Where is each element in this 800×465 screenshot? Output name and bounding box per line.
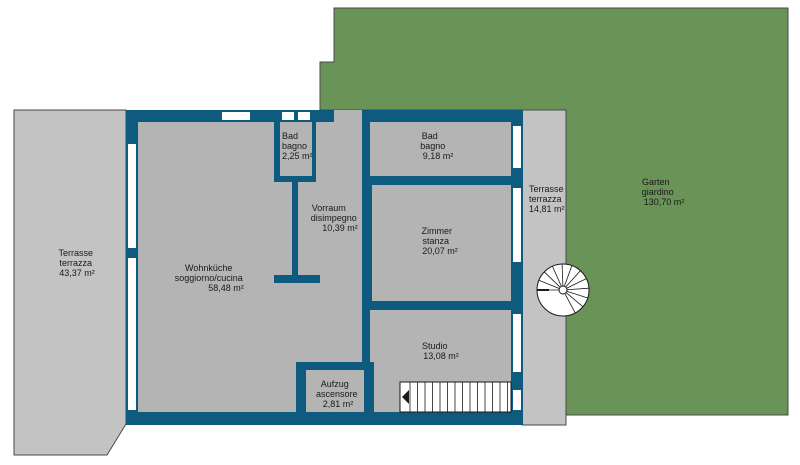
bath-floor bbox=[370, 122, 511, 176]
hall-label: Vorraum disimpegno 10,39 m² bbox=[311, 203, 360, 233]
bath-small-wall-left bbox=[274, 122, 280, 182]
terrace-left-area bbox=[13, 109, 127, 456]
staircase-steps bbox=[409, 382, 508, 412]
window-top-bath-small-a bbox=[282, 112, 294, 120]
terrace-left-label: Terrasse terrazza 43,37 m² bbox=[58, 248, 95, 278]
hall-divider-foot bbox=[274, 275, 320, 283]
bath-small-label: Bad bagno 2,25 m² bbox=[282, 131, 313, 161]
bath-small-wall-right bbox=[312, 122, 316, 182]
window-top-bath-small-b bbox=[298, 112, 310, 120]
spiral-tread bbox=[566, 287, 589, 291]
window-top-living bbox=[222, 112, 250, 120]
hall-entrance bbox=[334, 110, 362, 122]
window-west-upper bbox=[128, 144, 136, 248]
staircase bbox=[399, 381, 512, 413]
spiral-tread bbox=[565, 270, 581, 288]
window-east-studio bbox=[513, 314, 521, 372]
terrace-right-label: Terrasse terrazza 14,81 m² bbox=[529, 184, 566, 214]
spiral-tread bbox=[566, 290, 588, 299]
bath-label: Bad bagno 9,18 m² bbox=[420, 131, 453, 161]
hall-divider-wall bbox=[292, 182, 298, 282]
room-west-wall bbox=[366, 185, 372, 301]
spiral-staircase bbox=[536, 263, 590, 317]
room-floor bbox=[372, 185, 511, 301]
bath-room-wall bbox=[362, 176, 512, 185]
bath-small-floor bbox=[280, 122, 312, 176]
window-east-bath bbox=[513, 126, 521, 168]
spiral-tread bbox=[544, 271, 561, 288]
staircase-direction-arrow bbox=[402, 390, 409, 404]
lift-floor bbox=[306, 370, 364, 412]
room-studio-wall bbox=[362, 301, 512, 310]
spiral-tread bbox=[564, 293, 576, 314]
living-label: Wohnküche soggiorno/cucina 58,48 m² bbox=[175, 263, 246, 293]
lift-label: Aufzug ascensore 2,81 m² bbox=[316, 379, 360, 409]
east-rooms-wall-lower bbox=[366, 312, 370, 412]
spiral-tread bbox=[552, 266, 562, 287]
studio-label: Studio 13,08 m² bbox=[422, 341, 459, 361]
room-label: Zimmer stanza 20,07 m² bbox=[421, 226, 457, 256]
bath-small-wall-bottom bbox=[274, 176, 316, 182]
window-east-room bbox=[513, 188, 521, 262]
garden-label: Garten giardino 130,70 m² bbox=[642, 177, 685, 207]
spiral-tread bbox=[563, 265, 573, 287]
spiral-tread bbox=[566, 278, 587, 289]
spiral-tread bbox=[538, 279, 560, 289]
window-west-lower bbox=[128, 258, 136, 410]
window-east-stairs bbox=[513, 390, 521, 410]
spiral-tread bbox=[565, 292, 584, 308]
spiral-tread bbox=[561, 264, 564, 287]
